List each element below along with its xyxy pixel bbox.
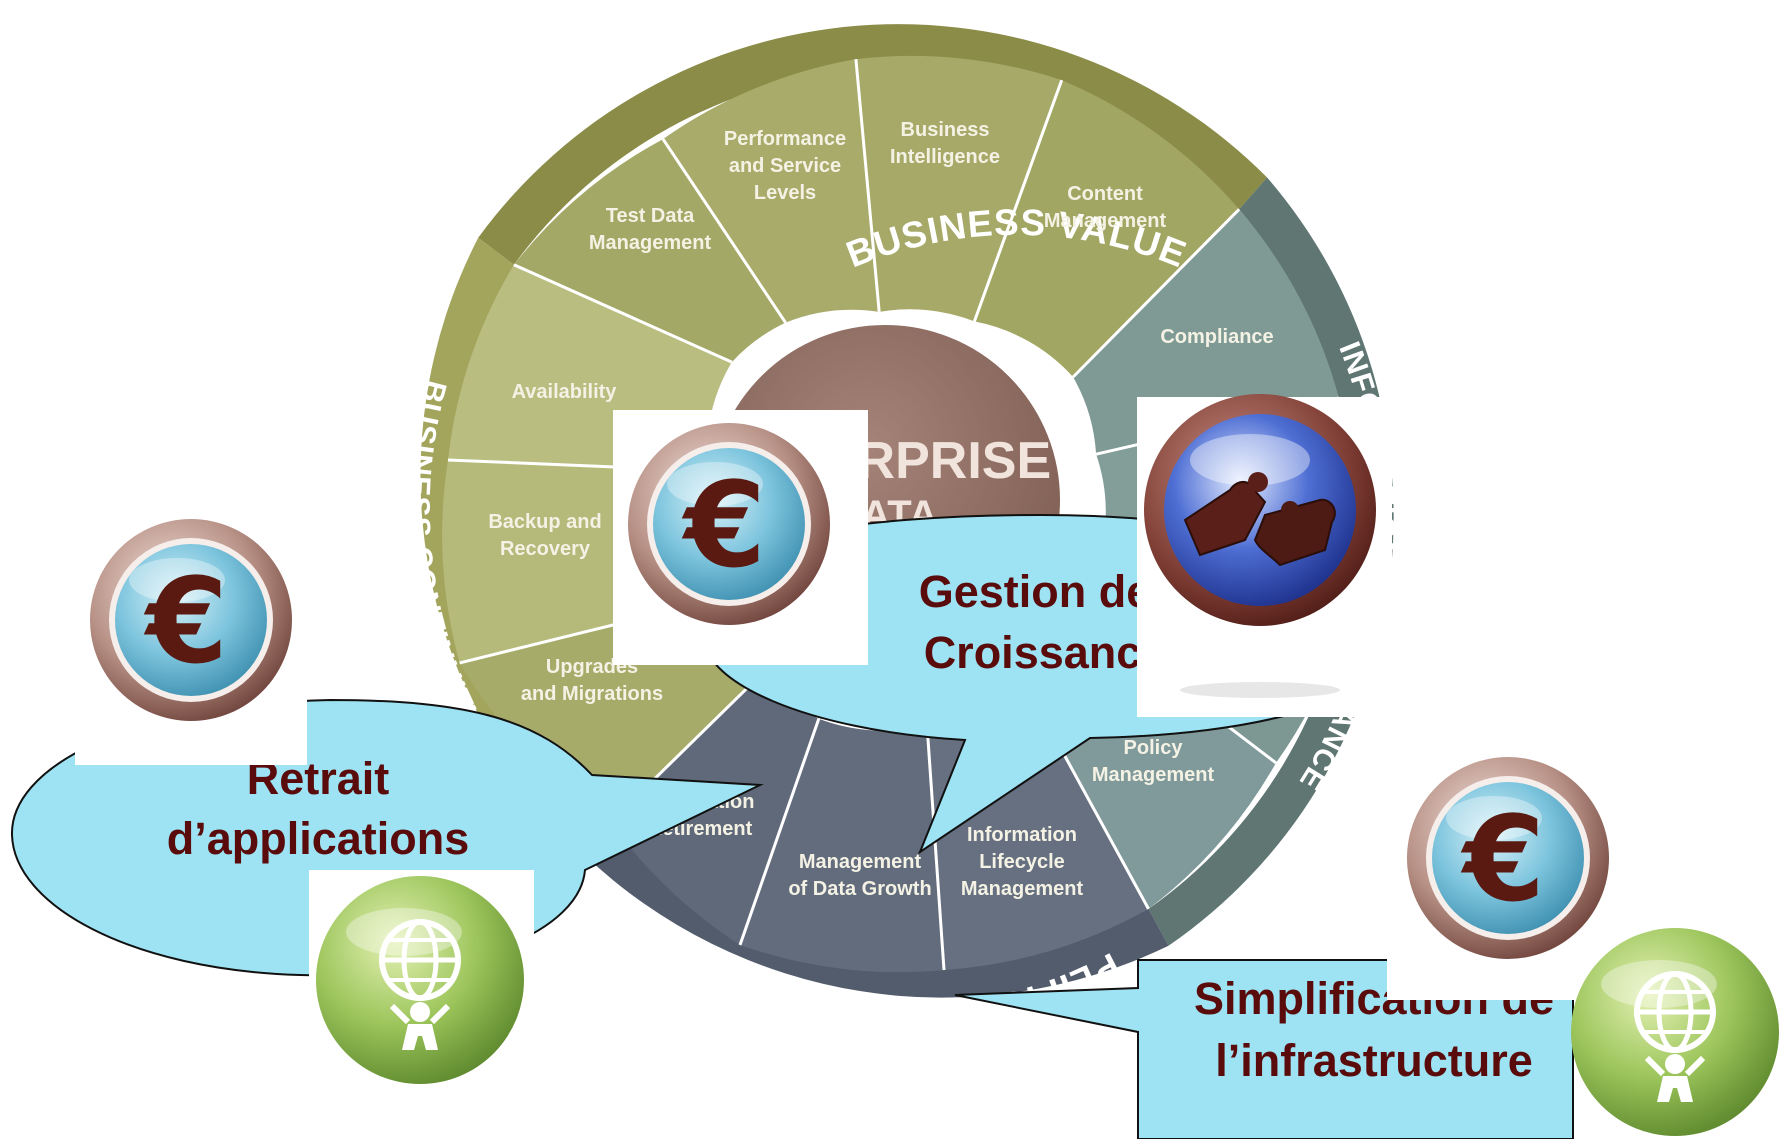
euro-coin-icon: € xyxy=(613,410,868,665)
segment-label-backup-recovery: Recovery xyxy=(500,538,591,560)
segment-label-policy-management: Management xyxy=(1092,764,1215,786)
globe-carrier-icon xyxy=(309,870,534,1139)
seg-app-retirement xyxy=(610,673,819,945)
puzzle-globe-icon xyxy=(1137,394,1392,717)
segment-label-information-lifecycle: Management xyxy=(961,878,1084,900)
segment-label-content-management: Management xyxy=(1044,210,1167,232)
segment-label-information-lifecycle: Information xyxy=(967,824,1077,846)
segment-label-upgrades-migrations: and Migrations xyxy=(521,683,663,705)
seg-business-intel xyxy=(855,55,1062,322)
seg-content xyxy=(974,80,1240,377)
segment-label-availability: Availability xyxy=(512,381,618,403)
callout-retrait-line2: d’applications xyxy=(167,813,470,864)
segment-label-information-lifecycle: Lifecycle xyxy=(979,851,1065,873)
callout-retrait xyxy=(10,698,764,977)
svg-text:€: € xyxy=(681,456,766,594)
globe-carrier-icon xyxy=(1571,928,1779,1136)
segment-label-test-data-management: Management xyxy=(589,232,712,254)
svg-text:€: € xyxy=(1460,790,1545,928)
callout-simplification-line2: l’infrastructure xyxy=(1215,1035,1533,1086)
segment-label-compliance: Compliance xyxy=(1160,326,1273,348)
segment-label-management-data-growth: Management xyxy=(799,851,922,873)
segment-label-test-data-management: Test Data xyxy=(606,205,695,227)
seg-performance xyxy=(663,59,880,323)
segment-label-business-intelligence: Intelligence xyxy=(890,146,1000,168)
euro-coin-icon: € xyxy=(1387,745,1642,1000)
segment-label-performance-service-levels: Performance xyxy=(724,128,846,150)
segment-label-policy-management: Policy xyxy=(1124,737,1184,759)
euro-coin-icon: € xyxy=(75,510,307,765)
seg-compliance xyxy=(1073,209,1339,455)
segment-label-performance-service-levels: and Service xyxy=(729,155,841,177)
svg-text:€: € xyxy=(143,552,228,690)
seg-test-data xyxy=(513,139,786,363)
ring-information-governance xyxy=(1148,177,1394,946)
seg-data-growth xyxy=(740,718,944,973)
segment-label-performance-service-levels: Levels xyxy=(754,182,816,204)
segment-label-business-intelligence: Business xyxy=(901,119,990,141)
segment-label-backup-recovery: Backup and xyxy=(488,511,601,533)
segment-label-management-data-growth: of Data Growth xyxy=(788,878,931,900)
callout-gestion-line2: Croissance xyxy=(924,627,1167,678)
segment-label-content-management: Content xyxy=(1067,183,1143,205)
